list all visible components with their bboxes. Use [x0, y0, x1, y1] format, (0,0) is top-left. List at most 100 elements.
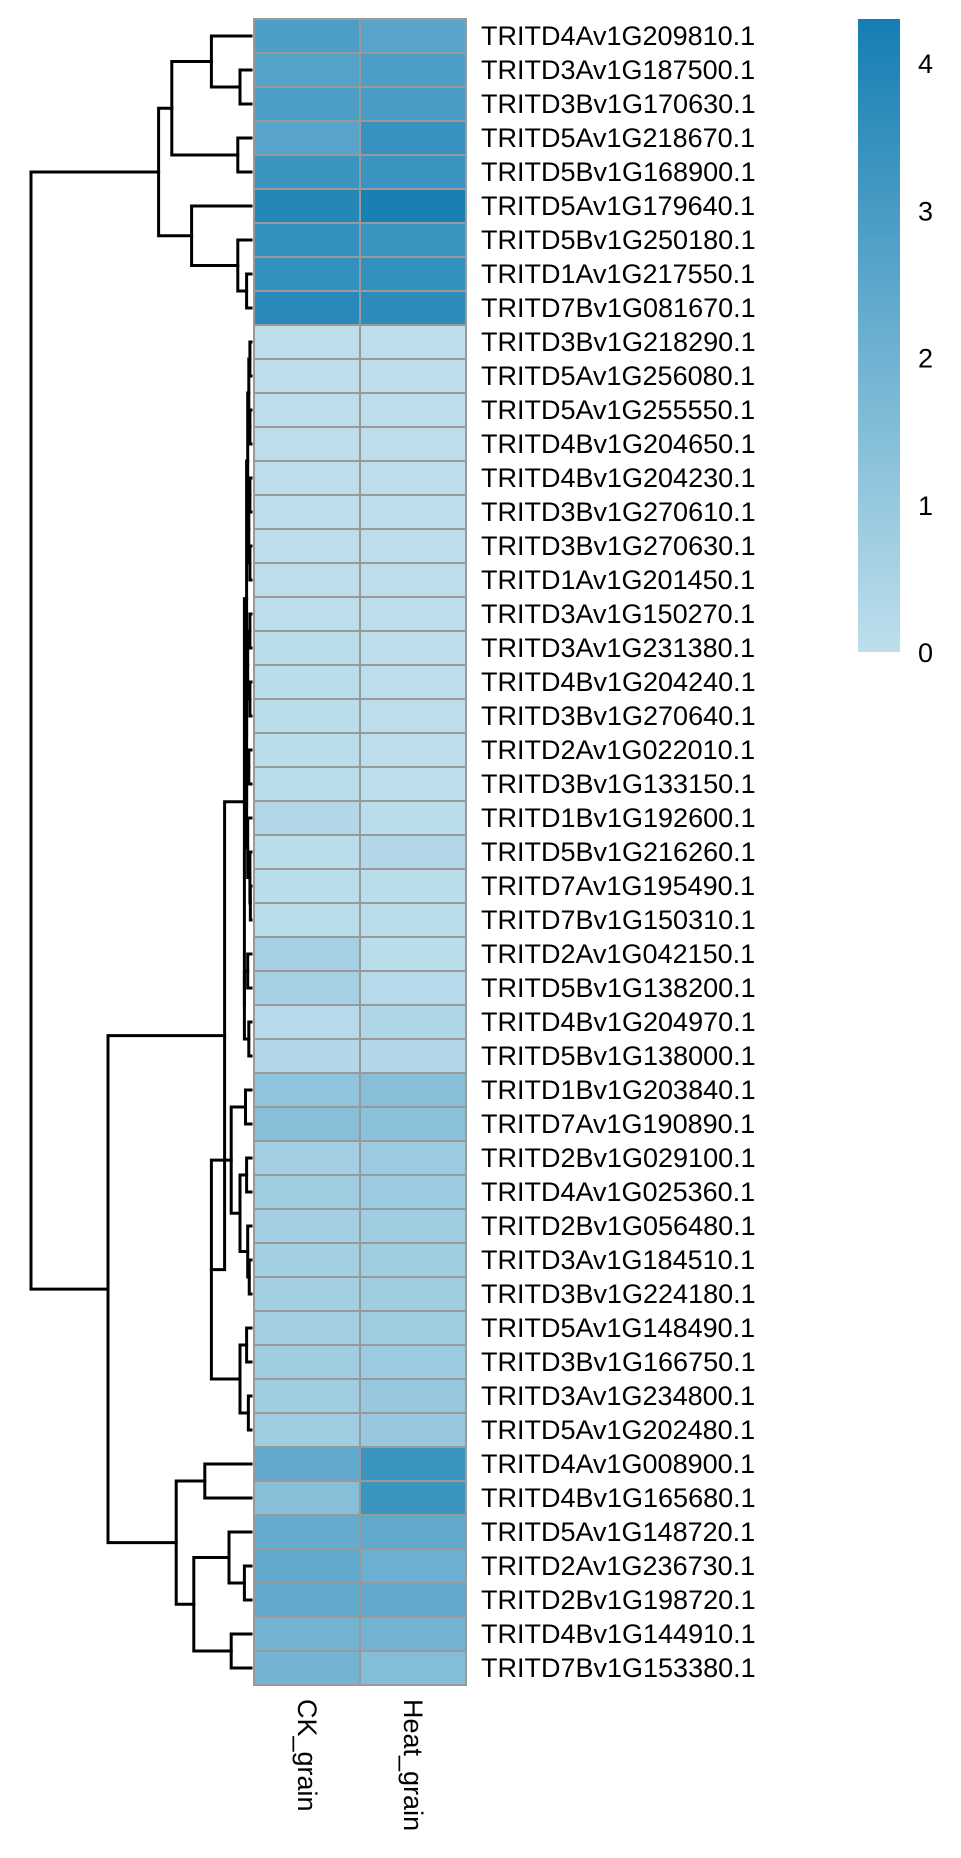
- row-label: TRITD1Av1G201450.1: [481, 565, 755, 595]
- row-label: TRITD2Av1G042150.1: [481, 939, 755, 969]
- color-legend-bar: [858, 19, 900, 652]
- legend-tick-label: 2: [918, 344, 933, 374]
- heatmap-cell: [359, 1650, 467, 1686]
- dendrogram-branch: [236, 238, 253, 293]
- heatmap-cell: [253, 1548, 361, 1584]
- row-label: TRITD5Bv1G250180.1: [481, 225, 756, 255]
- row-label: TRITD4Bv1G165680.1: [481, 1483, 756, 1513]
- heatmap-cell: [253, 494, 361, 530]
- heatmap-cell: [253, 290, 361, 326]
- row-labels: TRITD4Av1G209810.1TRITD3Av1G187500.1TRIT…: [481, 21, 756, 1683]
- row-label: TRITD7Bv1G153380.1: [481, 1653, 756, 1683]
- row-label: TRITD5Bv1G168900.1: [481, 157, 756, 187]
- row-label: TRITD3Bv1G170630.1: [481, 89, 756, 119]
- row-label: TRITD3Bv1G166750.1: [481, 1347, 756, 1377]
- heatmap-cell: [359, 1480, 467, 1516]
- row-label: TRITD3Av1G231380.1: [481, 633, 755, 663]
- heatmap-cell: [359, 188, 467, 224]
- heatmap-cell: [359, 290, 467, 326]
- row-label: TRITD7Av1G195490.1: [481, 871, 755, 901]
- row-label: TRITD2Av1G236730.1: [481, 1551, 755, 1581]
- heatmap-cell: [359, 1412, 467, 1448]
- heatmap-cell: [253, 630, 361, 666]
- row-label: TRITD3Bv1G270630.1: [481, 531, 756, 561]
- heatmap-cell: [253, 1208, 361, 1244]
- heatmap-cell: [253, 1072, 361, 1108]
- heatmap-cell: [359, 1344, 467, 1380]
- row-label: TRITD7Bv1G081670.1: [481, 293, 756, 323]
- row-label: TRITD3Bv1G218290.1: [481, 327, 756, 357]
- heatmap-cell: [359, 834, 467, 870]
- heatmap-cell: [359, 1616, 467, 1652]
- heatmap-cell: [359, 324, 467, 360]
- column-label: Heat_grain: [398, 1699, 428, 1831]
- row-label: TRITD5Bv1G138000.1: [481, 1041, 756, 1071]
- row-label: TRITD3Bv1G133150.1: [481, 769, 756, 799]
- dendrogram-branch: [227, 1530, 253, 1585]
- row-label: TRITD5Av1G148490.1: [481, 1313, 755, 1343]
- heatmap-cell: [253, 1174, 361, 1210]
- heatmap-cell: [359, 1548, 467, 1584]
- row-label: TRITD3Av1G150270.1: [481, 599, 755, 629]
- heatmap-cell: [359, 630, 467, 666]
- dendrogram-branch: [203, 1462, 253, 1500]
- row-label: TRITD7Av1G190890.1: [481, 1109, 755, 1139]
- row-label: TRITD4Av1G209810.1: [481, 21, 755, 51]
- heatmap-cell: [359, 120, 467, 156]
- row-label: TRITD3Bv1G224180.1: [481, 1279, 756, 1309]
- heatmap-cell: [359, 18, 467, 54]
- heatmap-cell: [359, 1140, 467, 1176]
- heatmap-cell: [359, 1004, 467, 1040]
- row-label: TRITD1Bv1G192600.1: [481, 803, 756, 833]
- row-label: TRITD5Av1G256080.1: [481, 361, 755, 391]
- heatmap-cell: [359, 800, 467, 836]
- heatmap-cell: [253, 1514, 361, 1550]
- row-label: TRITD4Av1G008900.1: [481, 1449, 755, 1479]
- row-label: TRITD5Av1G255550.1: [481, 395, 755, 425]
- row-label: TRITD5Av1G148720.1: [481, 1517, 755, 1547]
- heatmap-cell: [253, 528, 361, 564]
- row-label: TRITD5Bv1G216260.1: [481, 837, 756, 867]
- row-label: TRITD2Bv1G198720.1: [481, 1585, 756, 1615]
- row-label: TRITD4Av1G025360.1: [481, 1177, 755, 1207]
- row-label: TRITD1Av1G217550.1: [481, 259, 755, 289]
- heatmap-cell: [253, 222, 361, 258]
- dendrogram-branch: [29, 170, 161, 1291]
- heatmap-cell: [359, 970, 467, 1006]
- heatmap-cell: [253, 868, 361, 904]
- heatmap-cell: [359, 1310, 467, 1346]
- heatmap-cell: [253, 324, 361, 360]
- heatmap-cell: [359, 596, 467, 632]
- heatmap-cell: [359, 460, 467, 496]
- heatmap-cell: [253, 1582, 361, 1618]
- heatmap-cell: [253, 1616, 361, 1652]
- heatmap-cell: [359, 426, 467, 462]
- heatmap-cell: [253, 18, 361, 54]
- row-label: TRITD5Av1G202480.1: [481, 1415, 755, 1445]
- row-label: TRITD3Bv1G270640.1: [481, 701, 756, 731]
- legend-tick-label: 3: [918, 196, 933, 226]
- heatmap-cell: [253, 1650, 361, 1686]
- heatmap-cell: [253, 936, 361, 972]
- heatmap-cell: [359, 222, 467, 258]
- heatmap-cell: [253, 596, 361, 632]
- row-label: TRITD1Bv1G203840.1: [481, 1075, 756, 1105]
- heatmap-cell: [253, 698, 361, 734]
- heatmap-cell: [359, 358, 467, 394]
- heatmap-cell: [253, 902, 361, 938]
- heatmap-cell: [253, 1344, 361, 1380]
- dendrogram-branch: [174, 1479, 207, 1606]
- dendrogram-branch: [106, 1034, 227, 1545]
- heatmap-cell: [359, 1208, 467, 1244]
- heatmap-cell: [359, 1378, 467, 1414]
- dendrogram-branch: [190, 204, 253, 267]
- heatmap-cell: [253, 392, 361, 428]
- heatmap-cell: [253, 800, 361, 836]
- heatmap-cell: [253, 1310, 361, 1346]
- heatmap-cell: [359, 86, 467, 122]
- dendrogram-branch: [209, 34, 253, 89]
- row-label: TRITD7Bv1G150310.1: [481, 905, 756, 935]
- legend-tick-label: 0: [918, 638, 933, 668]
